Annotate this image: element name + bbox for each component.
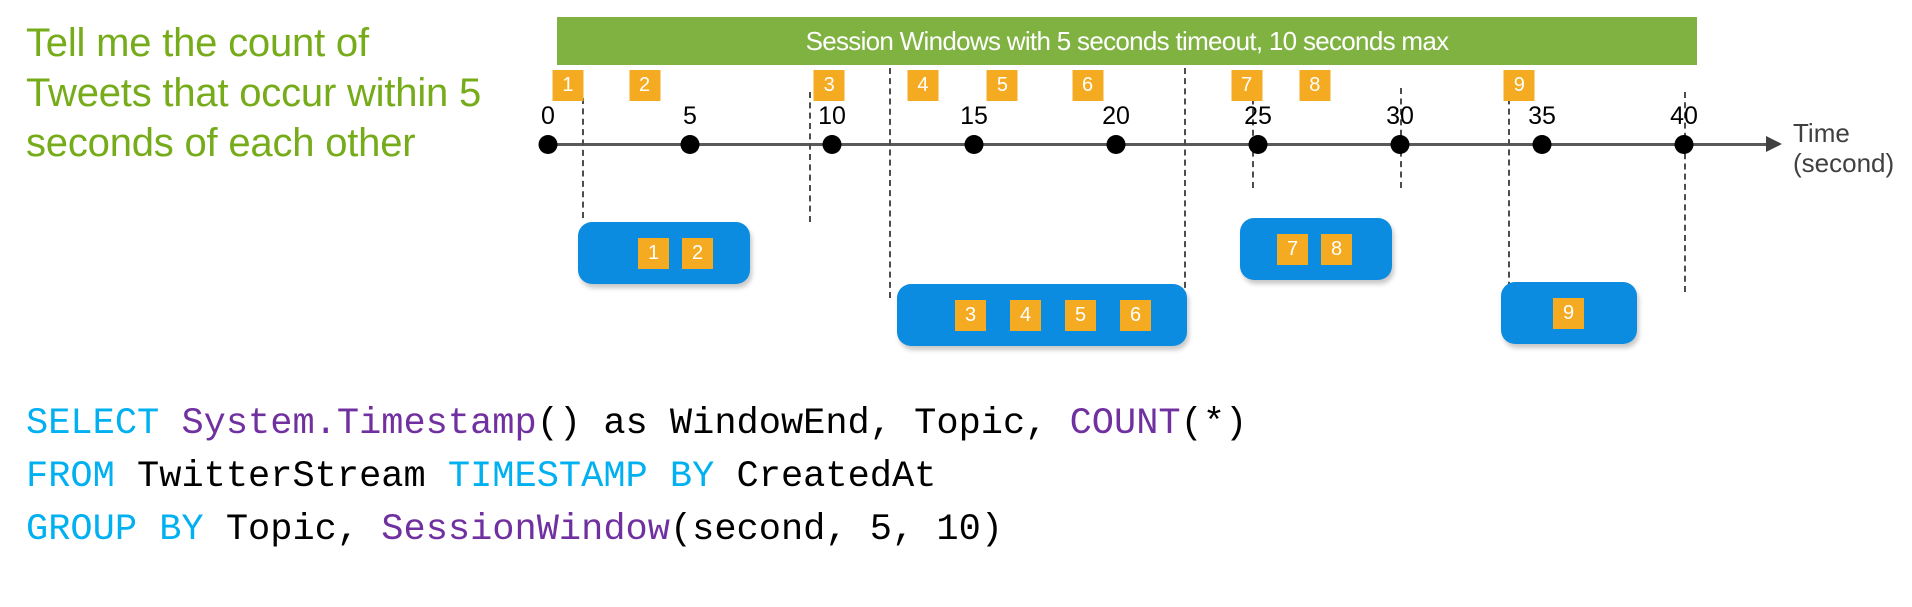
event-marker-4: 4 [907,70,939,101]
event-marker-6: 6 [1072,70,1104,101]
event-marker-7: 7 [1231,70,1263,101]
session-window-diagram: Session Windows with 5 seconds timeout, … [538,17,1895,346]
time-tick-label: 40 [1670,102,1698,130]
event-marker-9: 9 [1503,70,1535,101]
event-marker-1: 1 [552,70,584,101]
time-tick-label: 35 [1528,102,1556,130]
time-tick-dot [822,135,842,154]
sql-token: TIMESTAMP BY [447,456,737,498]
sql-token: TwitterStream [137,456,448,498]
sql-token: (*) [1180,403,1248,445]
sql-token: FROM [26,456,138,498]
window-event-marker-1: 1 [638,238,669,269]
time-tick-label: 20 [1102,102,1130,130]
time-tick-label: 10 [818,102,846,130]
window-event-marker-3: 3 [955,300,986,331]
time-tick-dot [1248,135,1268,154]
diagram-title-label: Session Windows with 5 seconds timeout, … [805,26,1450,56]
window-event-marker-6: 6 [1120,300,1151,331]
window-boundary-line [1184,68,1187,298]
event-marker-5: 5 [986,70,1018,101]
sql-token: Topic, [225,509,382,551]
sql-query-block: SELECT System.Timestamp() as WindowEnd, … [26,398,1247,557]
time-tick-dot [538,135,558,154]
time-tick-label: 5 [683,102,697,130]
sql-line-3: GROUP BY Topic, SessionWindow(second, 5,… [26,504,1247,557]
event-marker-8: 8 [1299,70,1331,101]
time-axis-unit-label: (second) [1793,148,1895,178]
time-axis-arrow-icon [1766,136,1782,152]
sql-token: SELECT [26,403,182,445]
time-tick-dot [1532,135,1552,154]
window-boundary-line [1507,78,1510,298]
sql-token: System.Timestamp [181,403,537,445]
time-tick-dot [1674,135,1694,154]
time-tick-dot [964,135,984,154]
time-tick-dot [680,135,700,154]
window-boundary-line [582,98,585,218]
sql-line-1: SELECT System.Timestamp() as WindowEnd, … [26,398,1247,451]
window-event-marker-7: 7 [1277,234,1308,265]
sql-line-2: FROM TwitterStream TIMESTAMP BY CreatedA… [26,451,1247,504]
sql-token: COUNT [1069,403,1181,445]
time-tick-label: 0 [541,102,555,130]
window-event-marker-9: 9 [1553,298,1584,329]
window-event-marker-4: 4 [1010,300,1041,331]
window-event-marker-8: 8 [1321,234,1352,265]
window-boundary-line [809,92,812,222]
diagram-title-banner: Session Windows with 5 seconds timeout, … [557,17,1697,65]
time-axis-title: Time [1793,118,1850,148]
prompt-question-text: Tell me the count of Tweets that occur w… [26,21,492,165]
window-event-marker-2: 2 [682,238,713,269]
sql-token: GROUP BY [26,509,226,551]
event-marker-2: 2 [629,70,661,101]
window-event-marker-5: 5 [1065,300,1096,331]
session-window-4: 9 [1501,282,1637,344]
sql-token: () as WindowEnd, Topic, [536,403,1070,445]
sql-token: (second, 5, 10) [669,509,1003,551]
event-marker-3: 3 [813,70,845,101]
time-tick-dot [1106,135,1126,154]
window-boundary-line [888,68,891,298]
time-tick-dot [1390,135,1410,154]
time-tick-label: 30 [1386,102,1414,130]
time-tick-label: 25 [1244,102,1272,130]
sql-token: SessionWindow [381,509,670,551]
time-tick-label: 15 [960,102,988,130]
time-axis-line [548,143,1773,146]
sql-token: CreatedAt [736,456,937,498]
window-boundary-line [1684,92,1686,292]
